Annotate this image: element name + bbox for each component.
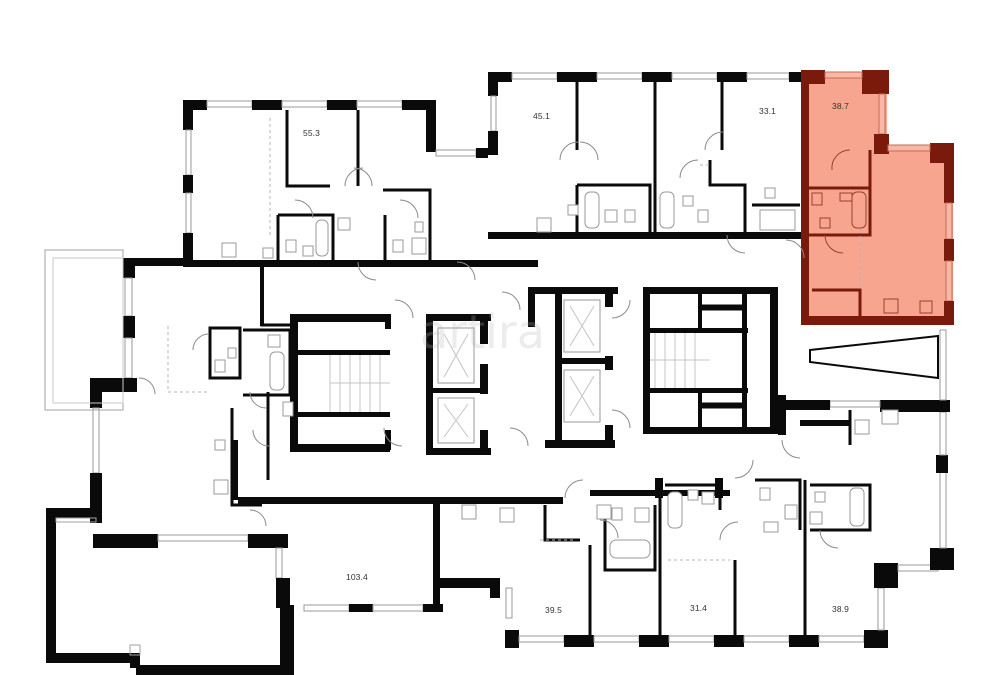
corridor-walls — [232, 266, 939, 504]
building-walls — [46, 72, 954, 675]
watermark: artira — [420, 305, 546, 359]
unit-area-label-33-1[interactable]: 33.1 — [759, 106, 776, 116]
zone-boundaries — [167, 118, 861, 561]
unit-38-7-highlight[interactable] — [801, 70, 954, 325]
stair-core-west — [290, 314, 391, 452]
doors — [138, 131, 839, 549]
west-balcony — [44, 249, 124, 411]
unit-area-label-38-9[interactable]: 38.9 — [832, 604, 849, 614]
unit-area-label-39-5[interactable]: 39.5 — [545, 605, 562, 615]
bathroom-kitchen-fixtures — [213, 187, 899, 559]
unit-area-label-45-1[interactable]: 45.1 — [533, 111, 550, 121]
unit-area-label-103-4[interactable]: 103.4 — [346, 572, 368, 582]
elevator-core — [426, 287, 618, 455]
terrace — [55, 517, 141, 656]
unit-area-label-38-7[interactable]: 38.7 — [832, 101, 849, 111]
stair-core-east — [643, 287, 778, 434]
unit-area-label-55-3[interactable]: 55.3 — [303, 128, 320, 138]
unit-area-label-31-4[interactable]: 31.4 — [690, 603, 707, 613]
